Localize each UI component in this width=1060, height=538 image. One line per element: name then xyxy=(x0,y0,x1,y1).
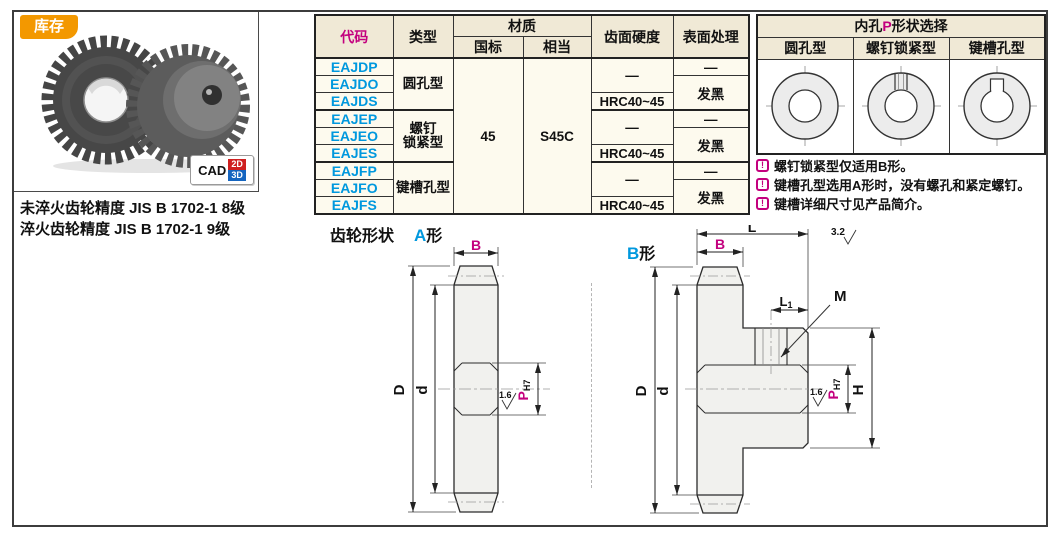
surface-cell: — xyxy=(672,57,750,76)
form-a-label: A形 xyxy=(414,226,443,245)
gear-shape-section-title: 齿轮形状 xyxy=(330,228,395,245)
product-photo-box: 库存 CAD 2D 3D xyxy=(14,12,259,192)
round-bore-icon xyxy=(766,65,845,146)
type-cell: 螺钉锁紧型 xyxy=(392,109,454,163)
product-photo xyxy=(41,35,250,173)
dim-l1-label: L1 xyxy=(780,294,793,310)
table-row: EAJFO 发黑 xyxy=(314,179,750,215)
col-header-surface: 表面处理 xyxy=(672,14,750,59)
precision-line-2: 淬火齿轮精度 JIS B 1702-1 9级 xyxy=(20,221,231,238)
table-row: EAJEP 螺钉锁紧型 — — xyxy=(314,109,750,163)
col-header-type: 类型 xyxy=(392,14,454,59)
table-row: EAJDO 发黑 xyxy=(314,75,750,111)
roughness-check-icon xyxy=(843,229,857,245)
bore-diagram-setscrew xyxy=(852,58,950,154)
col-header-gb: 国标 xyxy=(452,36,524,59)
setscrew-bore-icon xyxy=(861,65,941,146)
type-cell: 圆孔型 xyxy=(392,57,454,111)
part-code-link[interactable]: EAJDS xyxy=(314,92,394,111)
roughness-check-icon xyxy=(501,392,517,410)
part-code-link[interactable]: EAJEO xyxy=(314,127,394,145)
divider xyxy=(591,283,592,488)
roughness-check-icon xyxy=(812,389,828,407)
surface-cell: 发黑 xyxy=(672,179,750,215)
dim-d-major-label: D xyxy=(391,384,408,395)
bore-shape-panel: 内孔P形状选择 圆孔型 螺钉锁紧型 键槽孔型 xyxy=(756,14,1046,155)
note-item: ! 键槽孔型选用A形时，没有螺孔和紧定螺钉。 xyxy=(756,175,1048,194)
hardness-cell: — xyxy=(590,109,674,145)
part-code-link[interactable]: EAJDP xyxy=(314,57,394,76)
hardness-cell: — xyxy=(590,57,674,93)
table-row: EAJFP 键槽孔型 — — xyxy=(314,161,750,215)
note-item: ! 键槽详细尺寸见产品简介。 xyxy=(756,194,1048,213)
dim-d-major-label: D xyxy=(633,385,650,396)
type-cell: 键槽孔型 xyxy=(392,161,454,215)
bore-diagram-round xyxy=(756,58,854,154)
col-header-material: 材质 xyxy=(452,14,592,37)
keyway-bore-icon xyxy=(957,65,1037,146)
cad-2d-badge[interactable]: 2D xyxy=(228,159,246,170)
dim-b-label: B xyxy=(471,240,481,253)
material-equiv-cell: S45C xyxy=(522,57,592,215)
surface-cell: — xyxy=(672,161,750,180)
bore-col-keyway: 键槽孔型 xyxy=(948,36,1046,60)
dim-d-minor-label: d xyxy=(414,385,431,394)
form-b-drawing: L B 3.2 L1 M D d PH7 1.6 H xyxy=(633,225,880,514)
cad-download-badge[interactable]: CAD 2D 3D xyxy=(190,155,254,185)
part-code-link[interactable]: EAJEP xyxy=(314,109,394,128)
spec-table: 代码 类型 材质 齿面硬度 表面处理 国标 相当 EAJDP 圆孔型 45 S4… xyxy=(314,14,750,215)
surface-cell: 发黑 xyxy=(672,75,750,111)
bore-panel-title: 内孔P形状选择 xyxy=(756,14,1046,38)
cad-label: CAD xyxy=(198,162,227,178)
notes-list: ! 螺钉锁紧型仅适用B形。 ! 键槽孔型选用A形时，没有螺孔和紧定螺钉。 ! 键… xyxy=(756,156,1048,213)
material-gb-cell: 45 xyxy=(452,57,524,215)
dim-p-label: PH7 xyxy=(515,380,532,401)
part-code-link[interactable]: EAJFS xyxy=(314,196,394,215)
dim-h-label: H xyxy=(850,385,867,396)
table-row: EAJDS HRC40~45 xyxy=(314,92,749,111)
table-row: EAJFS HRC40~45 xyxy=(314,196,749,215)
warning-icon: ! xyxy=(756,159,769,172)
form-a-drawing: B D d PH7 1.6 xyxy=(391,240,550,513)
hardness-cell: HRC40~45 xyxy=(590,144,674,163)
dim-m-label: M xyxy=(834,288,847,305)
dim-l-label: L xyxy=(748,225,757,235)
part-code-link[interactable]: EAJFP xyxy=(314,161,394,180)
gear-teeth xyxy=(126,44,250,168)
bore-col-round: 圆孔型 xyxy=(756,36,854,60)
col-header-equiv: 相当 xyxy=(522,36,592,59)
table-row: EAJDP 圆孔型 45 S45C — — xyxy=(314,57,750,215)
warning-icon: ! xyxy=(756,178,769,191)
dim-p-label: PH7 xyxy=(825,379,842,400)
part-code-link[interactable]: EAJES xyxy=(314,144,394,163)
cad-3d-badge[interactable]: 3D xyxy=(228,170,246,181)
bore-col-setscrew: 螺钉锁紧型 xyxy=(852,36,950,60)
precision-line-1: 未淬火齿轮精度 JIS B 1702-1 8级 xyxy=(20,200,246,217)
precision-note: 未淬火齿轮精度 JIS B 1702-1 8级 淬火齿轮精度 JIS B 170… xyxy=(20,198,245,240)
col-header-hardness: 齿面硬度 xyxy=(590,14,674,59)
surface-cell: — xyxy=(672,109,750,128)
stock-badge: 库存 xyxy=(20,15,78,39)
surface-cell: 发黑 xyxy=(672,127,750,163)
warning-icon: ! xyxy=(756,197,769,210)
dim-d-minor-label: d xyxy=(655,386,672,395)
table-row: EAJES HRC40~45 xyxy=(314,144,749,163)
dim-b-label: B xyxy=(715,236,725,252)
hardness-cell: — xyxy=(590,161,674,197)
part-code-link[interactable]: EAJDO xyxy=(314,75,394,93)
col-header-code: 代码 xyxy=(314,14,394,59)
note-item: ! 螺钉锁紧型仅适用B形。 xyxy=(756,156,1048,175)
surface-roughness-icon: 1.6 xyxy=(810,387,823,397)
form-b-label: B形 xyxy=(627,244,656,263)
surface-roughness-icon: 1.6 xyxy=(499,390,512,400)
bore-diagram-keyway xyxy=(948,58,1046,154)
hardness-cell: HRC40~45 xyxy=(590,92,674,111)
hardness-cell: HRC40~45 xyxy=(590,196,674,215)
part-code-link[interactable]: EAJFO xyxy=(314,179,394,197)
table-row: EAJEO 发黑 xyxy=(314,127,750,163)
surface-roughness-icon: 3.2 xyxy=(831,227,845,238)
